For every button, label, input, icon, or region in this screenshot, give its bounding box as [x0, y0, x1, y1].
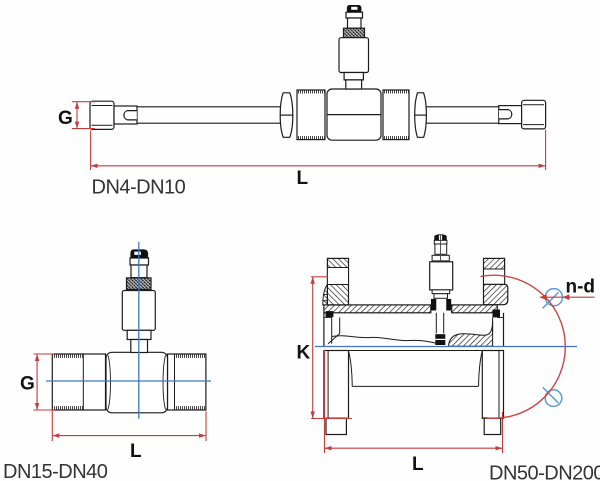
- svg-text:L: L: [412, 454, 424, 475]
- svg-text:L: L: [130, 441, 142, 462]
- svg-text:L: L: [297, 168, 309, 189]
- svg-text:n-d: n-d: [566, 277, 596, 298]
- svg-text:DN4-DN10: DN4-DN10: [92, 177, 186, 199]
- svg-text:K: K: [297, 343, 311, 364]
- svg-text:DN50-DN200: DN50-DN200: [489, 463, 600, 481]
- svg-text:DN15-DN40: DN15-DN40: [3, 461, 108, 481]
- svg-text:G: G: [58, 108, 73, 129]
- svg-text:G: G: [20, 374, 35, 395]
